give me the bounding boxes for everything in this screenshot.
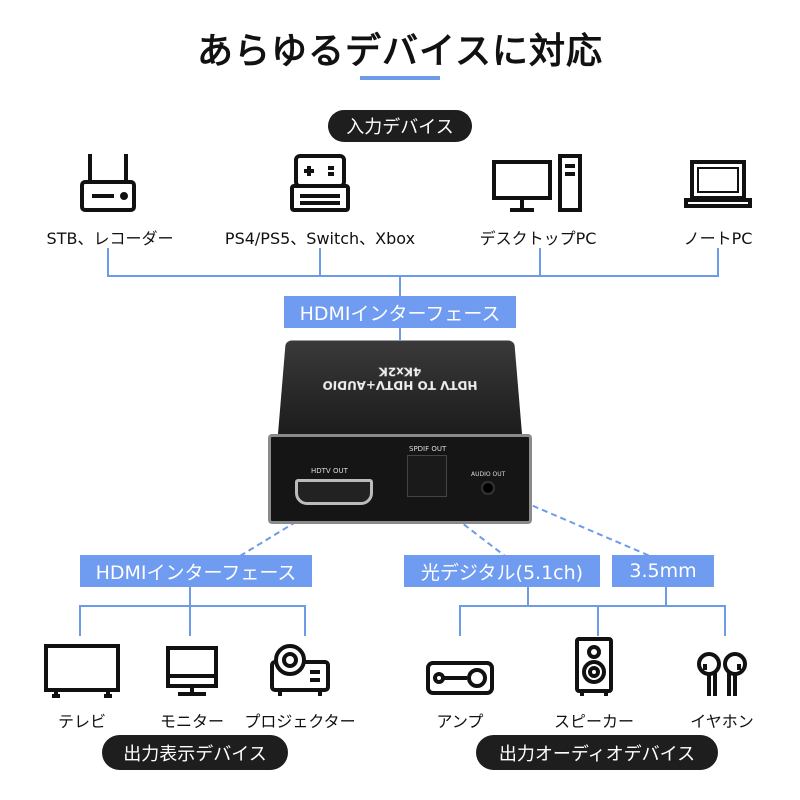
monitor-icon <box>162 644 222 698</box>
device-top: HDTV TO HDTV+AUDIO 4Kx2K <box>278 341 522 435</box>
router-icon <box>78 152 138 214</box>
audio-out-label: AUDIO OUT <box>471 471 505 478</box>
optical-digital-label: 光デジタル(5.1ch) <box>404 555 600 587</box>
display-devices-pill: 出力表示デバイス <box>102 735 288 770</box>
device-front-panel: HDTV OUT SPDIF OUT AUDIO OUT <box>268 434 532 524</box>
device-model-text: HDTV TO HDTV+AUDIO <box>282 378 519 392</box>
projector-icon <box>268 640 332 700</box>
output-device-label: イヤホン <box>602 708 800 732</box>
earphones-icon <box>692 650 752 698</box>
input-device-label: ノートPC <box>598 225 800 249</box>
hdmi-audio-extractor-device: HDTV TO HDTV+AUDIO 4Kx2K HDTV OUT SPDIF … <box>268 338 532 524</box>
spdif-out-label: SPDIF OUT <box>409 445 446 453</box>
spdif-port <box>407 455 447 497</box>
input-devices-pill: 入力デバイス <box>328 110 472 142</box>
laptop-icon <box>684 152 752 214</box>
device-resolution-text: 4Kx2K <box>283 365 518 378</box>
audio-jack <box>481 481 495 495</box>
game-console-icon <box>288 152 352 214</box>
analog-35mm-label: 3.5mm <box>612 555 714 587</box>
hdtv-out-label: HDTV OUT <box>311 467 348 475</box>
desktop-pc-icon <box>490 152 586 214</box>
input-device-label: STB、レコーダー <box>0 225 230 249</box>
tv-icon <box>42 642 122 698</box>
output-hdmi-interface-label: HDMIインターフェース <box>80 555 312 587</box>
hdmi-port <box>295 479 373 505</box>
speaker-icon <box>564 636 624 696</box>
input-device-label: PS4/PS5、Switch、Xbox <box>200 225 440 249</box>
input-hdmi-interface-label: HDMIインターフェース <box>284 296 516 328</box>
audio-devices-pill: 出力オーディオデバイス <box>476 735 718 770</box>
amplifier-icon <box>420 660 500 696</box>
